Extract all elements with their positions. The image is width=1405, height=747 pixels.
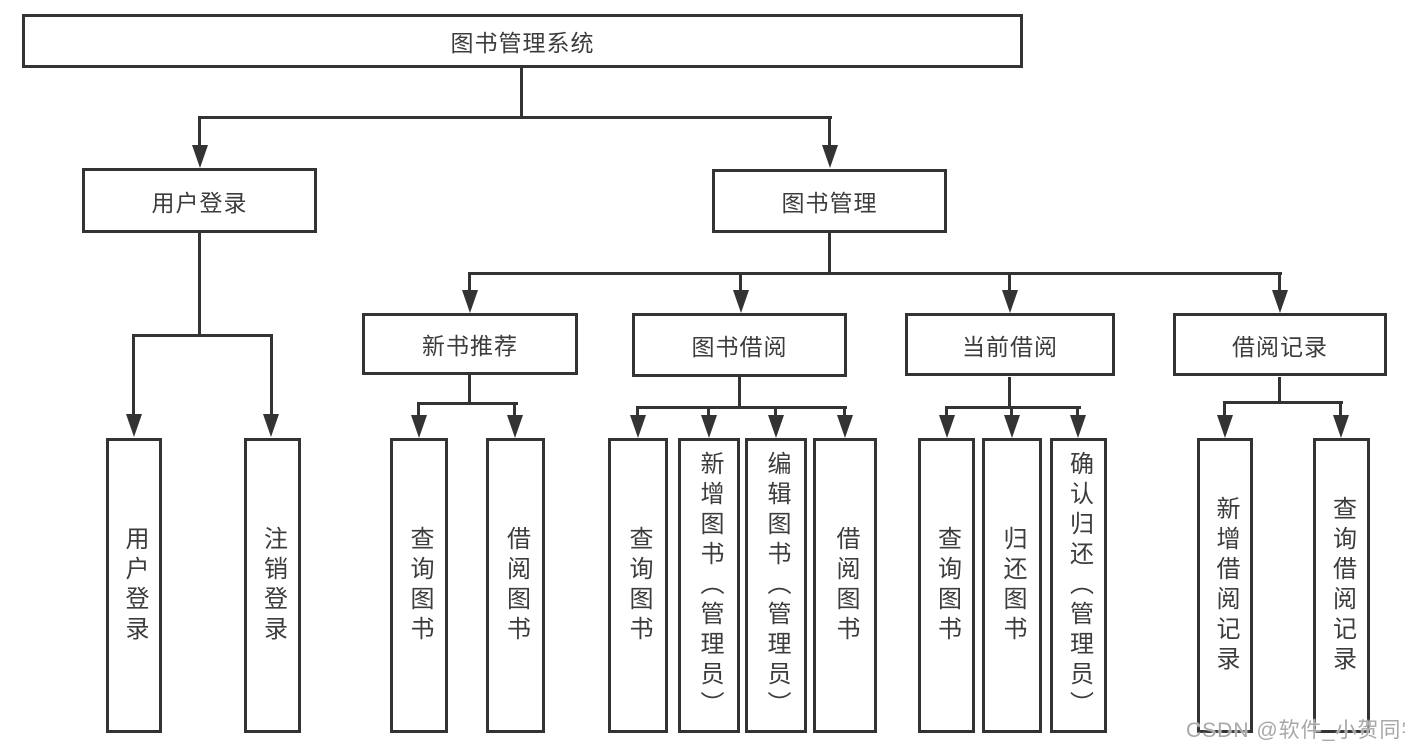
leaf-confirm-return-admin: 确认归还（管理员）: [1050, 438, 1107, 733]
node-library-system: 图书管理系统: [22, 14, 1023, 68]
node-borrow-records-label: 借阅记录: [1232, 333, 1328, 360]
leaf-borrow-books-recommend: 借阅图书: [486, 438, 545, 733]
leaf-return-books-label: 归还图书: [999, 525, 1026, 646]
leaf-query-books-current: 查询图书: [918, 438, 975, 733]
connector-line: [738, 377, 741, 409]
connector-line: [1339, 401, 1342, 416]
arrowhead-down-icon: [192, 145, 208, 168]
connector-line: [520, 66, 523, 118]
leaf-return-books: 归还图书: [982, 438, 1042, 733]
connector-line: [774, 406, 777, 418]
connector-line: [1278, 272, 1281, 292]
leaf-query-books-recommend-label: 查询图书: [406, 525, 433, 646]
arrowhead-down-icon: [1004, 415, 1020, 438]
node-borrow-records: 借阅记录: [1173, 313, 1387, 376]
connector-line: [945, 406, 1081, 409]
leaf-query-borrow-record: 查询借阅记录: [1313, 438, 1370, 733]
node-user-login: 用户登录: [82, 168, 317, 233]
leaf-query-borrow-record-label: 查询借阅记录: [1328, 495, 1356, 676]
node-library-system-label: 图书管理系统: [450, 30, 595, 56]
node-current-borrow-label: 当前借阅: [962, 333, 1058, 360]
connector-line: [828, 116, 831, 147]
leaf-query-books-borrow: 查询图书: [608, 438, 668, 733]
leaf-edit-books-admin: 编辑图书（管理员）: [745, 438, 807, 733]
leaf-user-login-label: 用户登录: [121, 525, 148, 646]
arrowhead-down-icon: [411, 415, 427, 438]
connector-line: [198, 233, 201, 336]
connector-line: [513, 402, 516, 416]
node-current-borrow: 当前借阅: [905, 313, 1115, 376]
connector-line: [1223, 401, 1226, 416]
arrowhead-down-icon: [507, 415, 523, 438]
leaf-add-books-admin: 新增图书（管理员）: [678, 438, 740, 733]
arrowhead-down-icon: [1002, 290, 1018, 313]
connector-line: [468, 272, 1282, 275]
connector-line: [132, 334, 135, 416]
leaf-add-borrow-record-label: 新增借阅记录: [1212, 495, 1239, 676]
leaf-borrow-books: 借阅图书: [813, 438, 877, 733]
arrowhead-down-icon: [1333, 415, 1349, 438]
arrowhead-down-icon: [1070, 415, 1086, 438]
connector-line: [198, 116, 201, 147]
watermark: CSDN @软件_小贺同学: [1186, 719, 1405, 742]
connector-line: [468, 272, 471, 292]
leaf-query-books-borrow-label: 查询图书: [625, 525, 652, 646]
arrowhead-down-icon: [939, 415, 955, 438]
node-book-management: 图书管理: [712, 169, 947, 233]
node-new-book-recommend-label: 新书推荐: [422, 333, 518, 359]
node-book-borrow: 图书借阅: [632, 313, 847, 377]
node-new-book-recommend: 新书推荐: [362, 313, 578, 375]
node-user-login-label: 用户登录: [151, 189, 248, 216]
leaf-query-books-current-label: 查询图书: [933, 525, 961, 646]
connector-line: [636, 406, 847, 409]
leaf-add-borrow-record: 新增借阅记录: [1197, 438, 1253, 733]
arrowhead-down-icon: [1217, 415, 1233, 438]
connector-line: [843, 406, 846, 418]
leaf-user-login: 用户登录: [106, 438, 162, 733]
node-book-management-label: 图书管理: [781, 190, 878, 216]
leaf-borrow-books-recommend-label: 借阅图书: [502, 525, 530, 646]
connector-line: [828, 233, 831, 275]
arrowhead-down-icon: [768, 415, 784, 438]
connector-line: [707, 406, 710, 418]
arrowhead-down-icon: [263, 414, 279, 437]
connector-line: [468, 375, 471, 405]
arrowhead-down-icon: [462, 290, 478, 313]
leaf-edit-books-admin-label: 编辑图书（管理员）: [763, 450, 790, 721]
arrowhead-down-icon: [733, 290, 749, 313]
connector-line: [1223, 401, 1343, 404]
arrowhead-down-icon: [126, 414, 142, 437]
connector-line: [1008, 377, 1011, 409]
leaf-borrow-books-label: 借阅图书: [832, 525, 859, 646]
connector-line: [636, 406, 639, 418]
arrowhead-down-icon: [701, 415, 717, 438]
connector-line: [417, 402, 518, 405]
node-book-borrow-label: 图书借阅: [691, 334, 788, 360]
arrowhead-down-icon: [630, 415, 646, 438]
connector-line: [270, 334, 273, 416]
connector-line: [945, 406, 948, 418]
connector-line: [1010, 406, 1013, 418]
connector-line: [417, 402, 420, 416]
connector-line: [1278, 377, 1281, 404]
connector-line: [198, 116, 832, 119]
connector-line: [132, 334, 273, 337]
arrowhead-down-icon: [822, 145, 838, 168]
leaf-query-books-recommend: 查询图书: [390, 438, 448, 733]
arrowhead-down-icon: [1272, 290, 1288, 313]
leaf-add-books-admin-label: 新增图书（管理员）: [696, 450, 723, 721]
arrowhead-down-icon: [837, 415, 853, 438]
leaf-logout-label: 注销登录: [259, 525, 287, 646]
connector-line: [1008, 272, 1011, 292]
connector-line: [1076, 406, 1079, 418]
leaf-logout: 注销登录: [244, 438, 301, 733]
connector-line: [739, 272, 742, 292]
leaf-confirm-return-admin-label: 确认归还（管理员）: [1065, 450, 1093, 721]
